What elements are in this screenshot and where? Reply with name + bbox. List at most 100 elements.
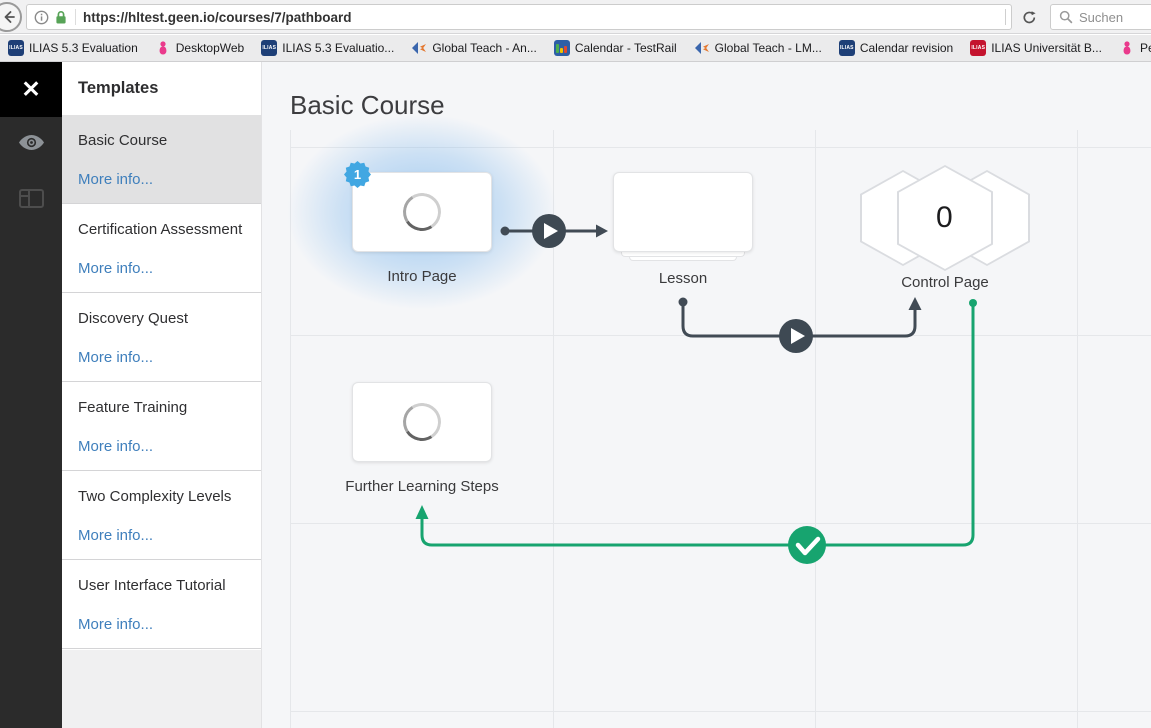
search-input[interactable]: [1079, 9, 1139, 25]
bookmark-item[interactable]: Global Teach - An...: [411, 40, 537, 56]
more-info-link[interactable]: More info...: [78, 616, 154, 633]
pathboard-canvas[interactable]: Basic Course 1 Intro Page: [262, 62, 1151, 728]
browser-toolbar: [0, 0, 1151, 34]
bookmark-item[interactable]: ILIAS Calendar revision: [838, 40, 954, 56]
bookmark-label: Global Teach - An...: [432, 41, 537, 55]
stack-layer: [629, 257, 737, 261]
templates-sidebar: Templates Basic Course More info... Cert…: [62, 62, 262, 728]
ilias-blue-icon: ILIAS: [8, 40, 24, 56]
ilias-blue-icon: ILIAS: [261, 40, 278, 56]
close-icon: ✕: [21, 76, 41, 102]
bookmark-item[interactable]: Personal P: [1119, 40, 1151, 56]
grid-line: [290, 130, 291, 728]
loading-ring-icon: [399, 399, 445, 445]
arrowhead-icon: [415, 505, 429, 519]
layout-button[interactable]: [19, 189, 44, 213]
testrail-icon: [553, 40, 570, 56]
more-info-link[interactable]: More info...: [78, 438, 154, 455]
more-info-link[interactable]: More info...: [78, 260, 154, 277]
template-label: User Interface Tutorial: [78, 577, 226, 594]
lock-icon: [56, 10, 66, 23]
node-further-learning-steps[interactable]: [352, 382, 492, 462]
template-item-feature-training[interactable]: Feature Training More info...: [62, 382, 261, 471]
more-info-link[interactable]: More info...: [78, 527, 154, 544]
url-input[interactable]: [83, 9, 1011, 25]
play-icon: [544, 223, 558, 239]
sidebar-footer-area: [62, 650, 261, 728]
browser-search-field[interactable]: [1050, 4, 1151, 30]
grid-line: [815, 130, 816, 728]
grid-line: [290, 147, 1151, 148]
node-label: Lesson: [658, 270, 708, 287]
bookmark-label: Personal P: [1139, 41, 1151, 55]
stack-layer: [621, 252, 745, 257]
person-pink-icon: [1119, 40, 1135, 56]
check-icon: [795, 536, 821, 556]
bookmark-item[interactable]: ILIAS ILIAS 5.3 Evaluatio...: [261, 40, 394, 56]
reload-icon: [1022, 10, 1036, 23]
urlbar-divider: [75, 9, 76, 25]
ilias-red-icon: ILIAS: [970, 40, 987, 56]
template-label: Discovery Quest: [78, 310, 189, 327]
address-bar[interactable]: [26, 4, 1012, 30]
grid-line: [553, 130, 554, 728]
bookmark-label: Global Teach - LM...: [714, 41, 822, 55]
bookmark-label: ILIAS 5.3 Evaluatio...: [282, 41, 395, 55]
globalteach-icon: [411, 40, 427, 56]
toolbar-divider: [1005, 9, 1006, 25]
template-item-basic-course[interactable]: Basic Course More info...: [62, 115, 261, 204]
bookmark-item[interactable]: ILIAS ILIAS 5.3 Evaluation: [8, 40, 138, 56]
template-item-certification-assessment[interactable]: Certification Assessment More info...: [62, 204, 261, 293]
person-pink-icon: [155, 40, 171, 56]
node-label: Intro Page: [387, 268, 457, 285]
layout-panel-icon: [19, 189, 44, 208]
info-icon[interactable]: [34, 10, 49, 25]
preview-button[interactable]: [18, 134, 45, 156]
bookmark-item[interactable]: Calendar - TestRail: [553, 40, 677, 56]
tool-rail: ✕: [0, 62, 62, 728]
ilias-blue-icon: ILIAS: [838, 40, 855, 56]
check-marker[interactable]: [788, 526, 826, 564]
bookmarks-bar: ILIAS ILIAS 5.3 Evaluation DesktopWeb IL…: [0, 35, 1151, 62]
loading-ring-icon: [399, 189, 445, 235]
arrowhead-icon: [596, 224, 608, 238]
back-button[interactable]: [0, 2, 22, 32]
template-item-discovery-quest[interactable]: Discovery Quest More info...: [62, 293, 261, 382]
bookmark-item[interactable]: DesktopWeb: [155, 40, 244, 56]
template-item-two-complexity-levels[interactable]: Two Complexity Levels More info...: [62, 471, 261, 560]
grid-line: [1077, 130, 1078, 728]
reload-button[interactable]: [1016, 5, 1042, 29]
node-intro-page[interactable]: [352, 172, 492, 252]
bookmark-label: ILIAS Universität B...: [991, 41, 1102, 55]
template-item-user-interface-tutorial[interactable]: User Interface Tutorial More info...: [62, 560, 261, 649]
grid-line: [290, 523, 1151, 524]
globalteach-icon: [694, 40, 710, 56]
search-icon: [1059, 10, 1073, 24]
bookmark-label: DesktopWeb: [175, 41, 245, 55]
node-label: Control Page: [901, 274, 989, 291]
template-label: Basic Course: [78, 132, 168, 149]
arrowhead-icon: [908, 297, 922, 310]
template-label: Two Complexity Levels: [78, 488, 232, 505]
sidebar-title: Templates: [62, 62, 261, 115]
bookmark-item[interactable]: Global Teach - LM...: [694, 40, 822, 56]
play-icon: [791, 328, 805, 344]
node-label: Further Learning Steps: [345, 478, 499, 495]
back-arrow-icon: [4, 11, 15, 23]
template-label: Feature Training: [78, 399, 188, 416]
play-marker[interactable]: [779, 319, 813, 353]
bookmark-label: Calendar revision: [859, 41, 954, 55]
bookmark-label: Calendar - TestRail: [574, 41, 677, 55]
template-label: Certification Assessment: [78, 221, 243, 238]
bookmark-item[interactable]: ILIAS ILIAS Universität B...: [970, 40, 1102, 56]
more-info-link[interactable]: More info...: [78, 349, 154, 366]
connector-line: [420, 303, 975, 547]
close-button[interactable]: ✕: [0, 62, 62, 117]
node-control-page[interactable]: [897, 165, 993, 271]
connector-layer: [415, 214, 977, 564]
more-info-link[interactable]: More info...: [78, 171, 154, 188]
bookmark-label: ILIAS 5.3 Evaluation: [29, 41, 138, 55]
control-count: 0: [936, 201, 953, 234]
play-marker[interactable]: [532, 214, 566, 248]
node-lesson[interactable]: [613, 172, 753, 252]
